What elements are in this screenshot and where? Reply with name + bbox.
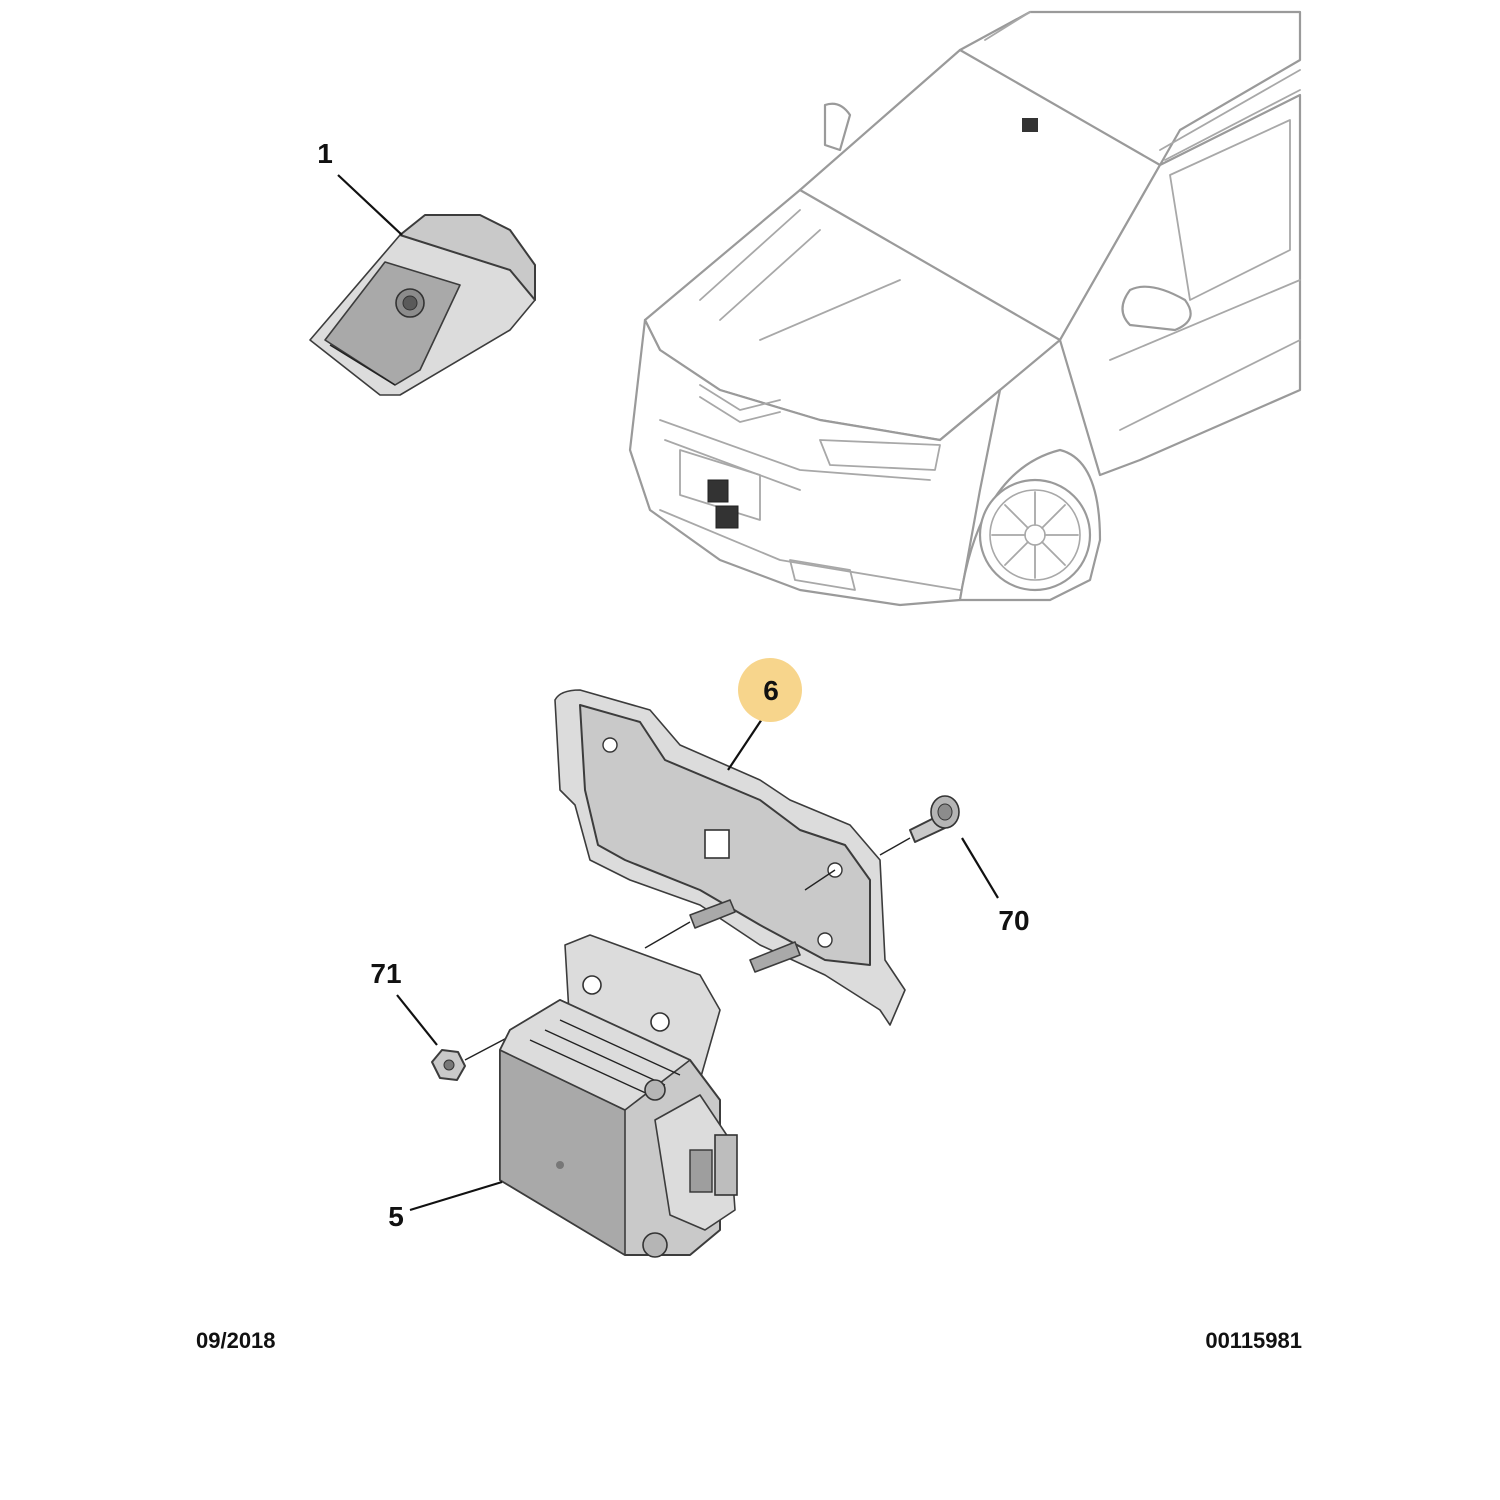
screw-part-70: [879, 795, 960, 856]
callout-6: 6: [763, 675, 779, 706]
car-illustration: [628, 10, 1302, 607]
callout-1: 1: [317, 138, 333, 169]
camera-module-part: [309, 214, 536, 396]
footer-date: 09/2018: [196, 1328, 276, 1353]
callout-labels: 1 6 70 71 5: [317, 138, 1029, 1232]
footer-reference: 00115981: [1205, 1328, 1302, 1353]
callout-5: 5: [388, 1201, 404, 1232]
callout-70: 70: [998, 905, 1029, 936]
callout-71: 71: [370, 958, 401, 989]
control-module-part: [499, 934, 738, 1258]
callout-6-highlight: [738, 658, 802, 722]
bracket-part: [554, 689, 906, 1026]
footer: 09/2018 00115981: [196, 1328, 1302, 1353]
